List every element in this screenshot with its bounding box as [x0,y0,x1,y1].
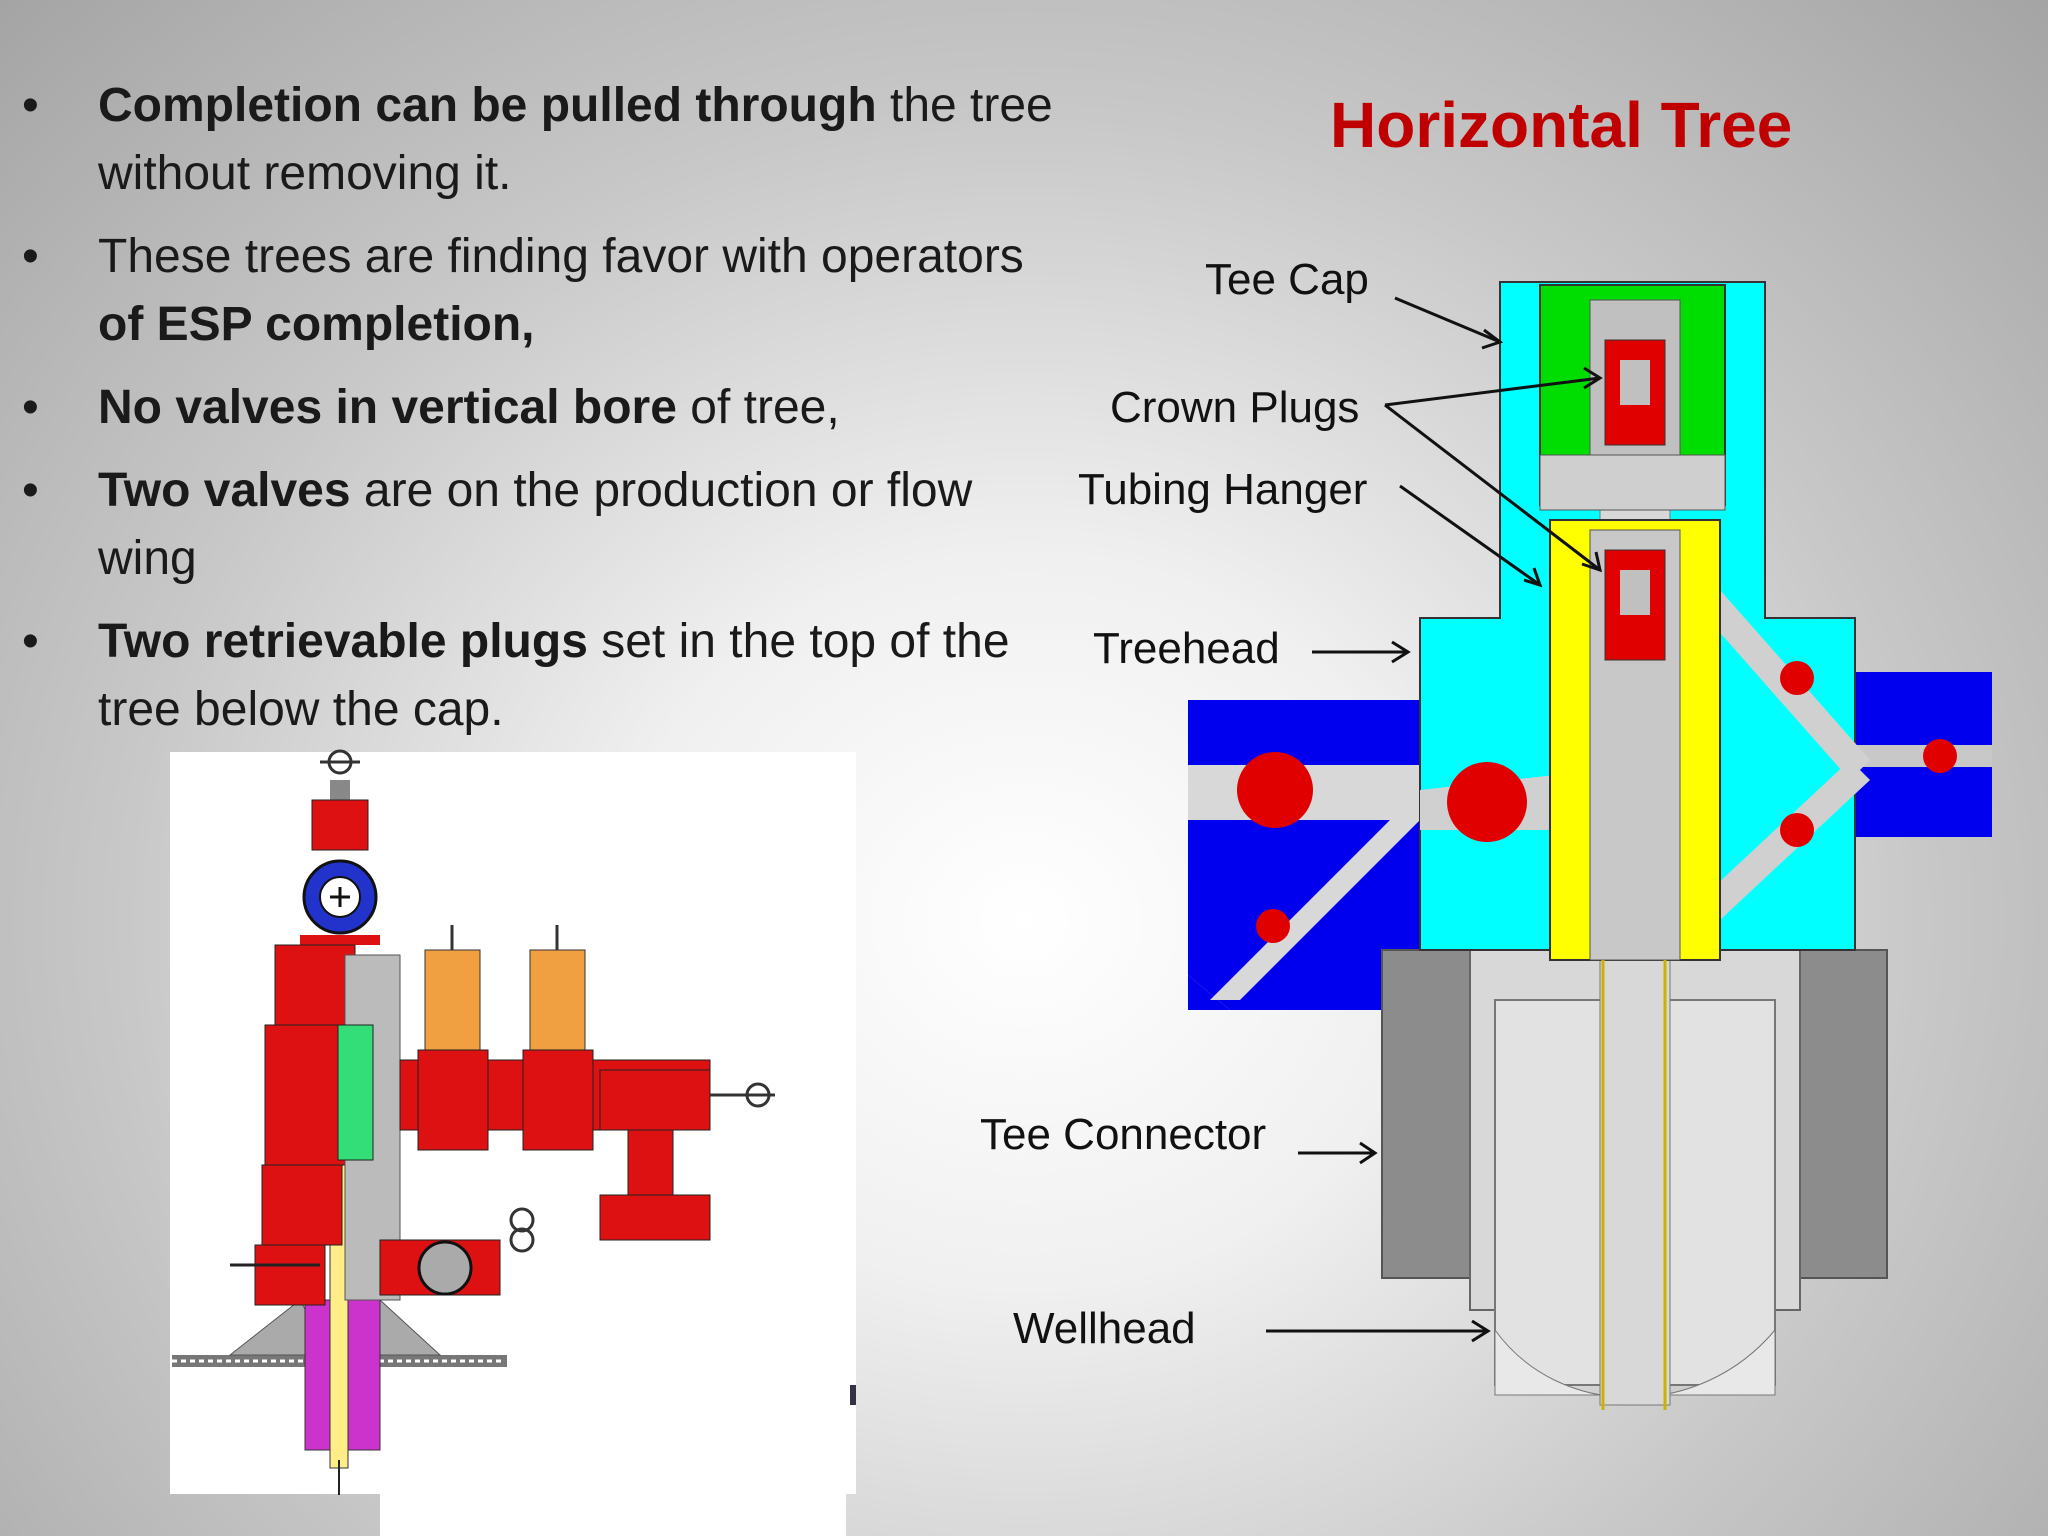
bullet-item: • These trees are finding favor with oper… [18,223,1078,359]
label-treehead: Treehead [1093,624,1280,673]
bullet-text: the tree without removing it. [98,79,1053,200]
bullet-list: • Completion can be pulled through the tr… [18,72,1078,759]
bullet-dot-icon: • [22,381,39,434]
bullet-item: • Two retrievable plugs set in the top of… [18,608,1078,744]
bullet-dot-icon: • [22,615,39,668]
label-tubing-hanger: Tubing Hanger [1078,465,1368,514]
label-crown-plugs: Crown Plugs [1110,383,1360,432]
bullet-item: • No valves in vertical bore of tree, [18,374,1078,442]
bullet-bold: of ESP completion, [98,298,535,351]
label-tee-connector: Tee Connector [980,1110,1267,1159]
bullet-text: set in the top of the tree below the cap… [98,615,1010,736]
bullet-dot-icon: • [22,230,39,283]
bullet-dot-icon: • [22,464,39,517]
label-wellhead: Wellhead [1013,1304,1196,1353]
label-tee-cap: Tee Cap [1205,255,1369,304]
bullet-text: are on the production or flow wing [98,464,973,585]
bullet-bold: Two valves [98,464,351,517]
slide-title: Horizontal Tree [1330,89,1793,161]
bullet-item: • Two valves are on the production or flo… [18,457,1078,593]
bullet-item: • Completion can be pulled through the tr… [18,72,1078,208]
bullet-bold: Two retrievable plugs [98,615,588,668]
bullet-text: of tree, [676,381,840,434]
bullet-text: These trees are finding favor with opera… [98,230,1024,283]
bullet-bold: Completion can be pulled through [98,79,877,132]
bullet-dot-icon: • [22,79,39,132]
bullet-bold: No valves in vertical bore [98,381,677,434]
